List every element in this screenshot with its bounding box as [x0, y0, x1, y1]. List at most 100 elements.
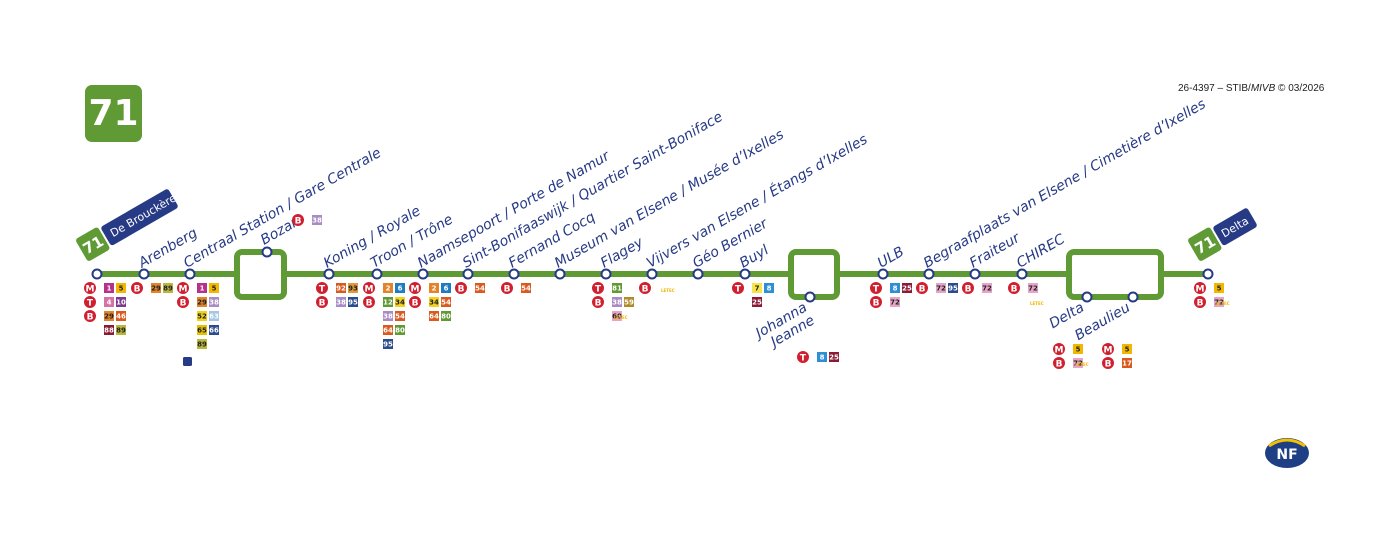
mode-letter: B	[919, 285, 926, 295]
track-loop-delta	[1066, 249, 1164, 300]
mode-letter: M	[1055, 346, 1064, 356]
mode-letter: B	[366, 299, 373, 309]
terminus-end-badge: 71 Delta	[1188, 208, 1257, 261]
line-chip	[1073, 358, 1083, 368]
line-chip	[209, 325, 219, 335]
mode-letter: M	[1196, 285, 1205, 295]
line-chip	[902, 283, 912, 293]
mode-B-icon	[177, 296, 189, 308]
line-chip-number: 38	[209, 299, 219, 307]
mode-B-icon	[1194, 296, 1206, 308]
line-chip-number: 17	[1122, 360, 1132, 368]
station-stop-icon	[462, 268, 474, 280]
line-chip	[104, 297, 114, 307]
line-chip-number: 54	[475, 285, 485, 293]
mode-M-icon	[409, 282, 421, 294]
station-stop-icon	[261, 246, 273, 258]
line-chip-number: 2	[386, 285, 391, 293]
line-chip-number: 59	[624, 299, 634, 307]
station[interactable]: Begraafplaats van Elsene / Cimetière d’I…	[916, 96, 1209, 295]
line-chip	[383, 325, 393, 335]
mode-T-icon	[732, 282, 744, 294]
mode-B-icon	[501, 282, 513, 294]
station-stop-icon	[184, 268, 196, 280]
mode-letter: B	[642, 285, 649, 295]
line-chip	[521, 283, 531, 293]
mode-letter: M	[179, 285, 188, 295]
station-stop-icon	[600, 268, 612, 280]
line-chip-number: 34	[429, 299, 439, 307]
line-chip	[383, 339, 393, 349]
mode-B-icon	[84, 310, 96, 322]
line-chip	[1214, 283, 1224, 293]
mode-letter: B	[1056, 360, 1063, 370]
line-chip-number: 5	[212, 285, 217, 293]
park-ride-icon	[183, 357, 192, 366]
letec-label: LETEC	[661, 288, 675, 293]
line-chip	[209, 311, 219, 321]
line-chip-number: 1	[200, 285, 205, 293]
line-chip	[441, 297, 451, 307]
line-chip-number: 7	[755, 285, 760, 293]
line-chip	[197, 283, 207, 293]
line-chip	[197, 311, 207, 321]
line-chip-number: 6	[444, 285, 449, 293]
line-chip	[336, 283, 346, 293]
line-chip-number: 72	[890, 299, 900, 307]
station-stop-icon	[554, 268, 566, 280]
letec-label: LETEC	[1216, 301, 1230, 306]
station-stop-icon	[1127, 291, 1139, 303]
mode-T-icon	[797, 351, 809, 363]
station-stop-icon	[1081, 291, 1093, 303]
line-chip	[624, 297, 634, 307]
line-chip-number: 34	[395, 299, 405, 307]
mode-B-icon	[1008, 282, 1020, 294]
line-chip	[383, 297, 393, 307]
line-chip	[395, 311, 405, 321]
line-chip	[948, 283, 958, 293]
line-chip-number: 5	[1125, 346, 1130, 354]
line-chip	[429, 297, 439, 307]
line-number-badge: 71	[85, 85, 142, 142]
mode-M-icon	[1053, 343, 1065, 355]
line-chip	[197, 325, 207, 335]
station-stop-icon	[138, 268, 150, 280]
terminus-start-label: De Brouckère	[108, 191, 179, 239]
mode-M-icon	[1102, 343, 1114, 355]
station-stop-icon	[91, 268, 103, 280]
line-chip-number: 80	[395, 327, 405, 335]
station-stop-icon	[804, 291, 816, 303]
line-chip-number: 2	[432, 285, 437, 293]
line-chip	[104, 311, 114, 321]
line-chip-number: 29	[197, 299, 207, 307]
line-chip	[197, 339, 207, 349]
line-chip-number: 12	[383, 299, 393, 307]
mode-B-icon	[316, 296, 328, 308]
line-chip	[817, 352, 827, 362]
station-stop-icon	[969, 268, 981, 280]
mode-B-icon	[409, 296, 421, 308]
line-chip-number: 54	[441, 299, 451, 307]
line-chip-number: 46	[116, 313, 126, 321]
line-chip-number: 29	[104, 313, 114, 321]
line-chip-number: 1	[107, 285, 112, 293]
mode-letter: T	[800, 354, 807, 364]
mode-letter: B	[87, 313, 94, 323]
mode-letter: M	[411, 285, 420, 295]
station[interactable]: Sint-Bonifaaswijk / Quartier Saint-Bonif…	[455, 109, 726, 295]
mode-letter: T	[595, 285, 602, 295]
letec-label: LETEC	[1075, 362, 1089, 367]
nf-service-logo: NF	[1265, 438, 1309, 468]
line-chip	[312, 215, 322, 225]
mode-letter: B	[1105, 360, 1112, 370]
mode-letter: T	[873, 285, 880, 295]
line-chip-number: 72	[982, 285, 992, 293]
station-name: JohannaJeanne	[750, 300, 817, 357]
line-chip-number: 66	[209, 327, 219, 335]
line-chip	[104, 325, 114, 335]
mode-letter: M	[86, 285, 95, 295]
